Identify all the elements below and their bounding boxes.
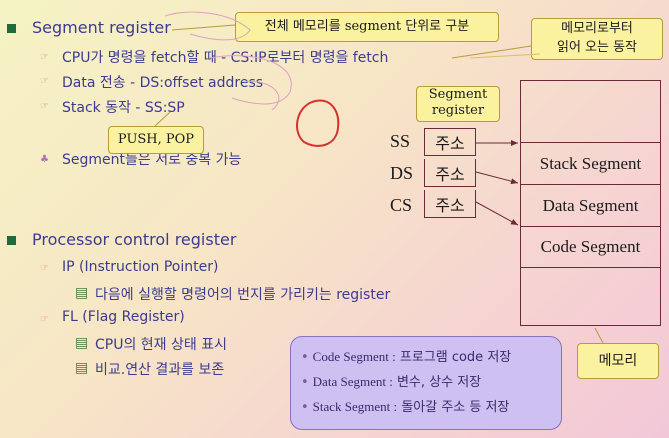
callout-line: 읽어 오는 동작 bbox=[556, 40, 638, 55]
segment-legend-box: •Code Segment : 프로그램 code 저장 •Data Segme… bbox=[290, 336, 562, 430]
register-box-ds: 주소 bbox=[424, 159, 476, 187]
register-label-cs: CS bbox=[390, 195, 413, 215]
note-icon: ▤ bbox=[75, 285, 89, 301]
memory-segment-data: Data Segment bbox=[521, 184, 660, 226]
note-icon: ▤ bbox=[75, 335, 89, 351]
legend-seg-label: Data Segment : bbox=[312, 374, 393, 389]
memory-segment-stack: Stack Segment bbox=[521, 142, 660, 184]
segment-overlap-note: Segment들은 서로 중복 가능 bbox=[62, 152, 242, 168]
legend-item-stack: •Stack Segment : 돌아갈 주소 등 저장 bbox=[301, 395, 561, 420]
callout-line: Segment bbox=[428, 87, 488, 102]
callout-read-from-memory: 메모리로부터 읽어 오는 동작 bbox=[531, 18, 663, 60]
memory-block: Stack Segment Data Segment Code Segment bbox=[520, 80, 661, 326]
callout-line: 메모리로부터 bbox=[561, 21, 633, 36]
spade-bullet-icon: ♣ bbox=[40, 154, 49, 165]
note-icon: ▤ bbox=[75, 360, 89, 376]
legend-item-code: •Code Segment : 프로그램 code 저장 bbox=[301, 345, 561, 370]
ip-description: 다음에 실행할 명령어의 번지를 가리키는 register bbox=[95, 287, 391, 303]
hand-bullet-icon: ☞ bbox=[40, 263, 49, 274]
fl-desc-state: CPU의 현재 상태 표시 bbox=[95, 337, 227, 353]
callout-memory: 메모리 bbox=[577, 343, 659, 379]
hand-bullet-icon: ☞ bbox=[40, 52, 49, 63]
hand-bullet-icon: ☞ bbox=[40, 314, 49, 325]
callout-segment-register: Segment register bbox=[416, 86, 500, 122]
legend-seg-desc: 변수, 상수 저장 bbox=[396, 375, 482, 390]
register-label-ds: DS bbox=[390, 163, 414, 183]
fl-desc-compare: 비교.연산 결과를 보존 bbox=[95, 362, 225, 378]
register-box-ss: 주소 bbox=[424, 128, 476, 156]
register-box-cs: 주소 bbox=[424, 190, 476, 218]
section-bullet bbox=[7, 236, 16, 245]
legend-seg-desc: 프로그램 code 저장 bbox=[399, 350, 512, 365]
legend-seg-desc: 돌아갈 주소 등 저장 bbox=[401, 400, 510, 415]
callout-whole-memory: 전체 메모리를 segment 단위로 구분 bbox=[235, 12, 499, 42]
ip-label: IP (Instruction Pointer) bbox=[62, 259, 219, 275]
fl-label: FL (Flag Register) bbox=[62, 309, 185, 325]
bullet-dot-icon: • bbox=[301, 400, 309, 415]
register-label-ss: SS bbox=[390, 131, 411, 151]
segment-item-data: Data 전송 - DS:offset address bbox=[62, 75, 264, 91]
hand-bullet-icon: ☞ bbox=[40, 101, 49, 112]
segment-item-stack: Stack 동작 - SS:SP bbox=[62, 100, 185, 116]
segment-item-fetch: CPU가 명령을 fetch할 때 - CS:IP로부터 명령을 fetch bbox=[62, 50, 389, 66]
segment-register-title: Segment register bbox=[32, 18, 171, 37]
callout-line: register bbox=[431, 103, 485, 118]
legend-seg-label: Stack Segment : bbox=[312, 399, 398, 414]
processor-control-title: Processor control register bbox=[32, 230, 237, 249]
bullet-dot-icon: • bbox=[301, 375, 309, 390]
legend-seg-label: Code Segment : bbox=[312, 349, 396, 364]
memory-segment-code: Code Segment bbox=[521, 226, 660, 268]
hand-bullet-icon: ☞ bbox=[40, 76, 49, 87]
callout-push-pop: PUSH, POP bbox=[108, 126, 204, 154]
bullet-dot-icon: • bbox=[301, 350, 309, 365]
section-bullet bbox=[7, 24, 16, 33]
legend-item-data: •Data Segment : 변수, 상수 저장 bbox=[301, 370, 561, 395]
